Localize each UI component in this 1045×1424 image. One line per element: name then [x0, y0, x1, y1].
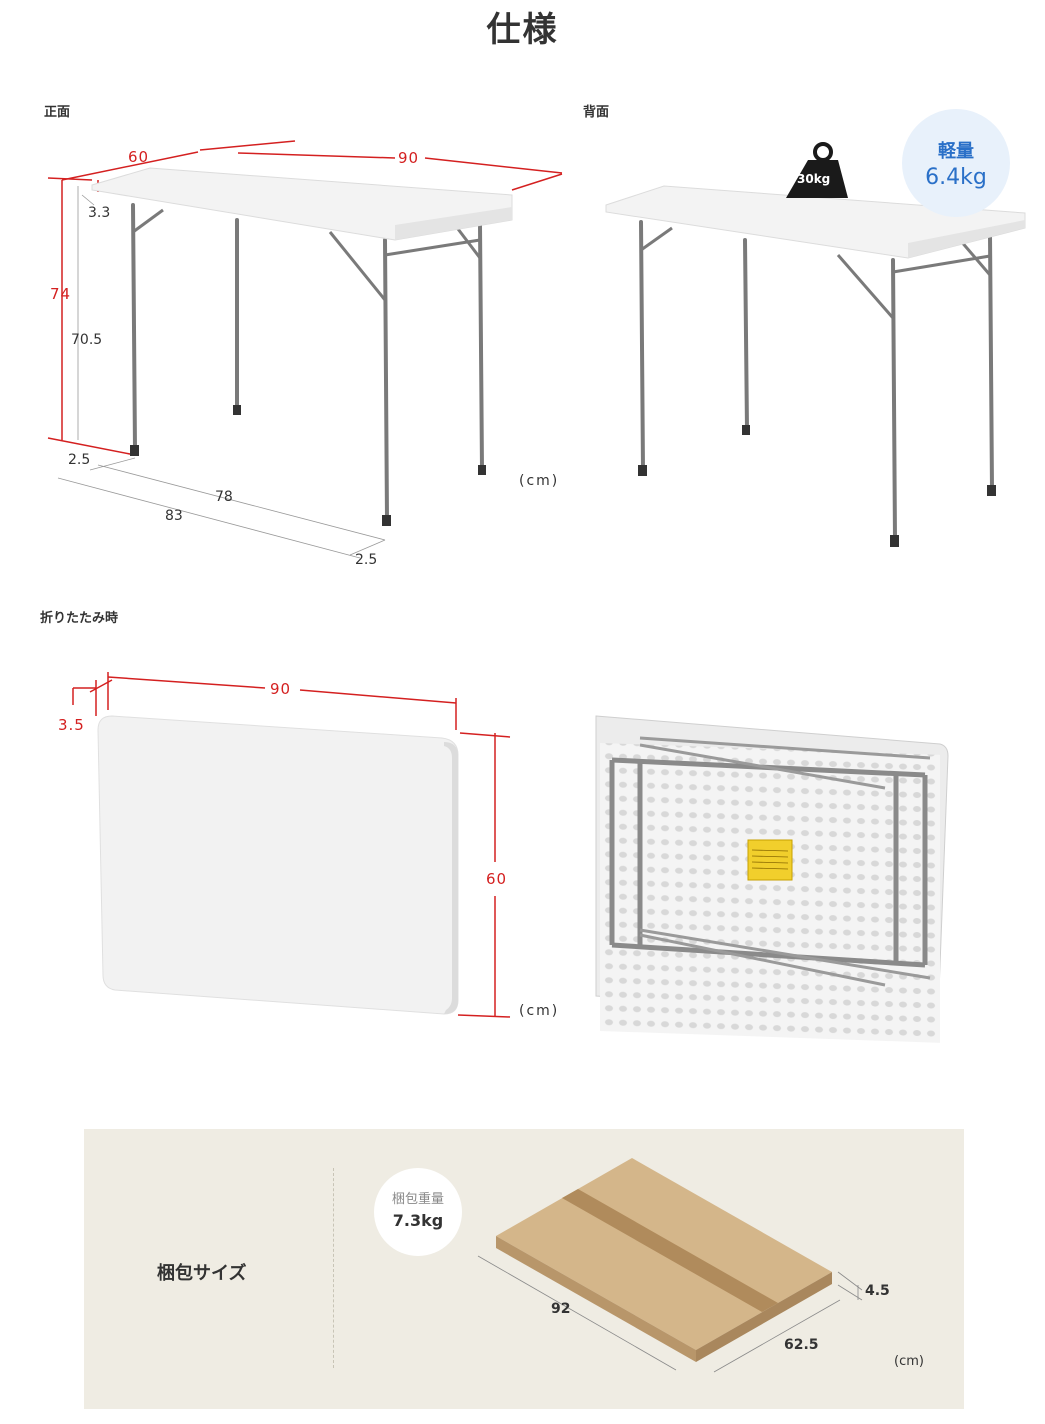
package-width-label: 62.5 — [784, 1337, 819, 1353]
front-leg-offset-right-label: 2.5 — [355, 552, 378, 568]
package-weight-value: 7.3kg — [392, 1211, 444, 1230]
weight-icon — [786, 160, 848, 198]
light-weight-badge: 軽量 6.4kg — [902, 109, 1010, 217]
front-top-thickness-label: 3.3 — [88, 205, 111, 221]
package-title: 梱包サイズ — [157, 1263, 247, 1284]
folded-unit-label: (cm) — [519, 1003, 560, 1019]
front-inner-width-label: 78 — [215, 489, 233, 505]
package-weight-bubble: 梱包重量 7.3kg — [374, 1168, 462, 1256]
package-length-label: 92 — [551, 1301, 571, 1317]
light-weight-title: 軽量 — [938, 141, 974, 162]
front-depth-label: 60 — [128, 148, 150, 166]
package-weight-label: 梱包重量 — [391, 1192, 444, 1207]
load-capacity-label: 30kg — [797, 172, 831, 186]
section-label-folded: 折りたたみ時 — [40, 611, 119, 626]
package-height-label: 4.5 — [865, 1283, 890, 1299]
front-height-total-label: 74 — [50, 285, 72, 303]
light-weight-value: 6.4kg — [925, 165, 987, 190]
package-unit-label: (cm) — [894, 1354, 924, 1369]
front-outer-width-label: 83 — [165, 508, 183, 524]
folded-width-label: 90 — [270, 680, 292, 698]
front-leg-offset-left-label: 2.5 — [68, 452, 91, 468]
page-title: 仕様 — [486, 10, 559, 50]
folded-depth-label: 60 — [486, 870, 508, 888]
package-divider — [333, 1168, 334, 1368]
front-width-label: 90 — [398, 149, 420, 167]
front-height-inner-label: 70.5 — [71, 332, 103, 348]
folded-thickness-label: 3.5 — [58, 716, 85, 734]
front-unit-label: (cm) — [519, 473, 560, 489]
section-label-back: 背面 — [583, 105, 610, 120]
section-label-front: 正面 — [44, 105, 71, 120]
